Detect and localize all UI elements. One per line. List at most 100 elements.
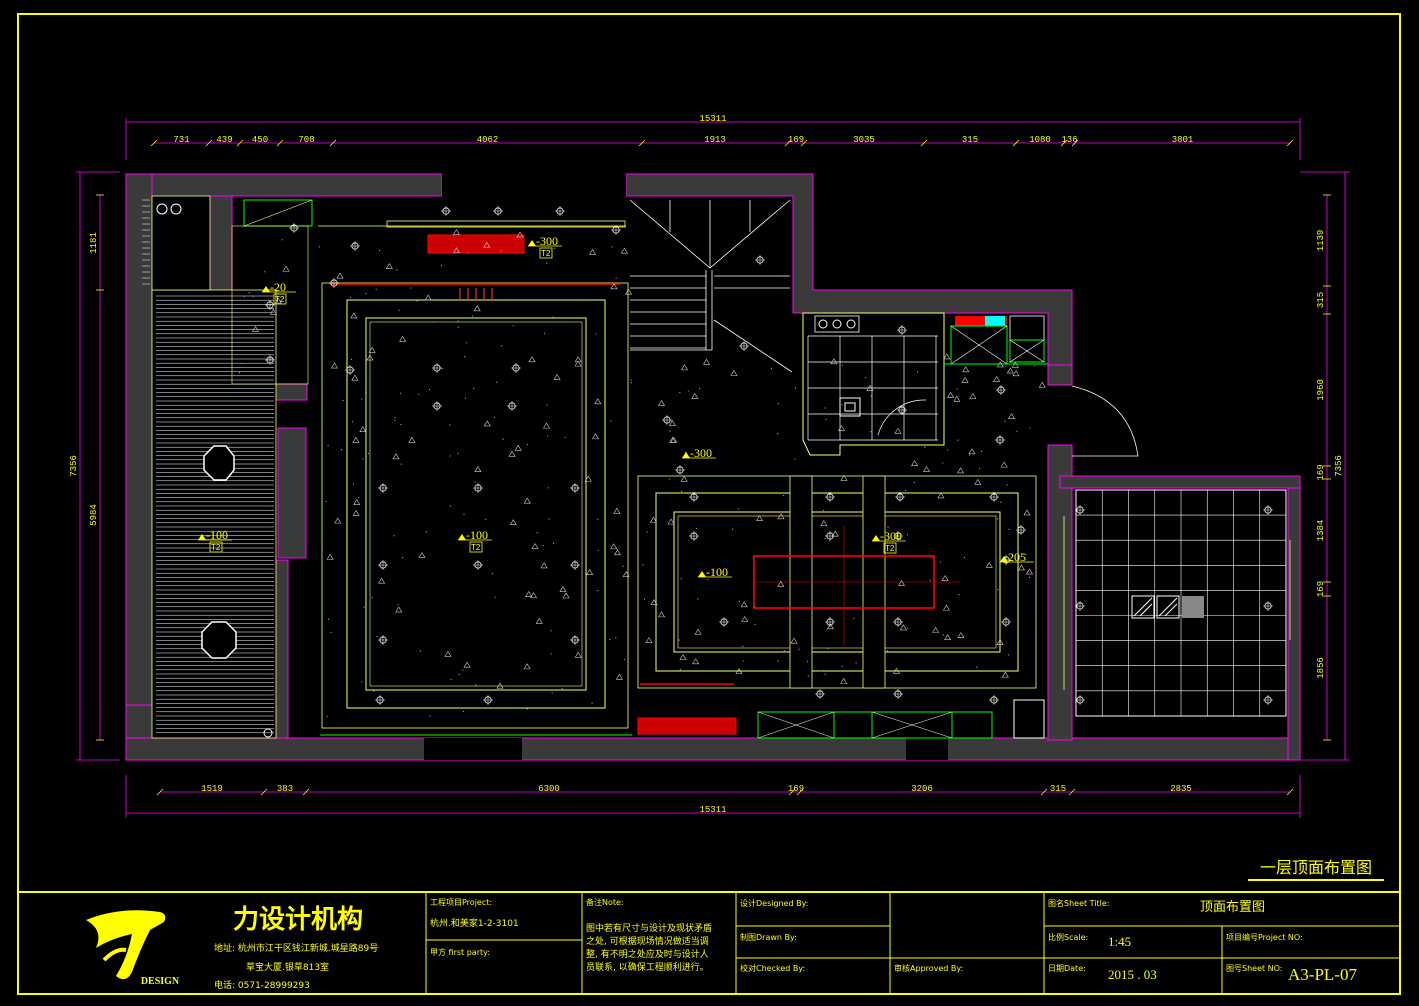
top-dimension-label: 708 [298, 135, 314, 145]
downlight-icon [1075, 505, 1085, 515]
level-mark: 205 [1000, 550, 1034, 564]
downlight-icon [1075, 601, 1085, 611]
entry-area [231, 199, 626, 385]
door-swing-icon [1071, 385, 1139, 457]
downlight-icon [989, 492, 999, 502]
downlight-icon [350, 241, 360, 251]
date-label: 日期Date: [1048, 964, 1086, 973]
downlight-icon [570, 483, 580, 493]
sheet-title-value: 顶面布置图 [1200, 899, 1265, 914]
utility-area [944, 315, 1139, 457]
downlight-icon [432, 363, 442, 373]
downlight-icon [378, 635, 388, 645]
note-line: 图中若有尺寸与设计及现状矛盾 [586, 922, 712, 934]
level-value: -300 [536, 234, 558, 248]
downlight-icon [570, 635, 580, 645]
downlight-icon [1016, 525, 1026, 535]
downlight-icon [1001, 617, 1011, 627]
approved-label: 审核Approved By: [894, 963, 963, 973]
company-phone: 电话: 0571-28999293 [214, 979, 310, 991]
left-overall-dim: 7356 [69, 455, 79, 477]
downlight-icon [675, 465, 685, 475]
downlight-icon [493, 206, 503, 216]
downlight-icon [825, 492, 835, 502]
top-dimension-label: 450 [252, 135, 268, 145]
level-value: -100 [466, 528, 488, 542]
right-dimension-label: 1384 [1316, 520, 1326, 542]
bottom-dimension-label: 1519 [201, 784, 223, 794]
downlight-icon [719, 617, 729, 627]
right-dimension-label: 169 [1316, 464, 1326, 480]
left-dim-2: 5984 [89, 504, 99, 526]
downlight-icon [897, 405, 907, 415]
downlight-icon [378, 560, 388, 570]
bottom-dimension-label: 315 [1050, 784, 1066, 794]
downlight-icon [897, 325, 907, 335]
designed-label: 设计Designed By: [740, 898, 809, 908]
left-dim-1: 1181 [89, 232, 99, 254]
downlight-icon [473, 560, 483, 570]
downlight-icon [893, 689, 903, 699]
top-dimension-label: 3035 [853, 135, 875, 145]
bottom-cabinets [757, 699, 1045, 739]
company-name: 力设计机构 [233, 905, 363, 935]
logo-caption: DESIGN [141, 976, 180, 987]
downlight-icon [441, 206, 451, 216]
level-value: -20 [270, 280, 286, 294]
downlight-icon [611, 225, 621, 235]
ac-vent-icon [427, 234, 525, 254]
right-dimension-label: 315 [1316, 292, 1326, 308]
top-overall-dim: 15311 [699, 114, 726, 124]
downlight-icon [432, 401, 442, 411]
party-label: 甲方 first party: [430, 947, 490, 957]
downlight-icon [507, 401, 517, 411]
top-dimension-label: 169 [788, 135, 804, 145]
level-value: -100 [706, 565, 728, 579]
sheet-title-label: 图名Sheet Title: [1048, 898, 1110, 908]
tiled-room [1063, 489, 1291, 717]
downlight-icon [893, 531, 903, 541]
downlight-icon [895, 492, 905, 502]
downlight-icon [755, 255, 765, 265]
downlight-icon [483, 695, 493, 705]
right-dimension-label: 1960 [1316, 379, 1326, 401]
level-value: -300 [880, 529, 902, 543]
date-value: 2015 . 03 [1108, 967, 1157, 982]
bottom-dimension-ticks [156, 788, 1294, 796]
sheet-caption: 一层顶面布置图 [1260, 858, 1372, 877]
downlight-icon [825, 617, 835, 627]
sheet-border [17, 13, 1401, 995]
downlight-icon [1263, 695, 1273, 705]
company-address-line2: 草宝大厦.银草813室 [246, 961, 329, 973]
dining-room-ceiling [637, 475, 1037, 735]
note-line: 员联系, 以确保工程顺利进行。 [586, 961, 709, 973]
level-value: -300 [690, 446, 712, 460]
bottom-dimension-label: 6300 [538, 784, 560, 794]
note-line: 之处, 可根据现场情况做适当调 [586, 935, 709, 947]
top-dimension-label: 1080 [1029, 135, 1051, 145]
scale-value: 1:45 [1108, 934, 1131, 949]
level-mark: -100 [698, 565, 732, 579]
ac-vent-icon [637, 717, 737, 735]
project-value: 杭州.和美家1-2-3101 [430, 917, 519, 929]
staircase [629, 199, 793, 373]
downlight-icon [345, 365, 355, 375]
octagon-lamp-icon [203, 445, 235, 481]
title-block [425, 892, 1400, 994]
top-dimension-label: 731 [173, 135, 189, 145]
note-line: 整, 有不明之处应及时与设计人 [586, 948, 709, 960]
top-dimension-label: 315 [962, 135, 978, 145]
downlight-icon [996, 385, 1006, 395]
bottom-dimension-label: 383 [277, 784, 293, 794]
checked-label: 校对Checked By: [740, 963, 805, 973]
level-value: 205 [1008, 550, 1026, 564]
company-address-line1: 地址: 杭州市江干区钱江新城.城星路89号 [214, 942, 378, 954]
octagon-lamp-icon [201, 621, 237, 659]
